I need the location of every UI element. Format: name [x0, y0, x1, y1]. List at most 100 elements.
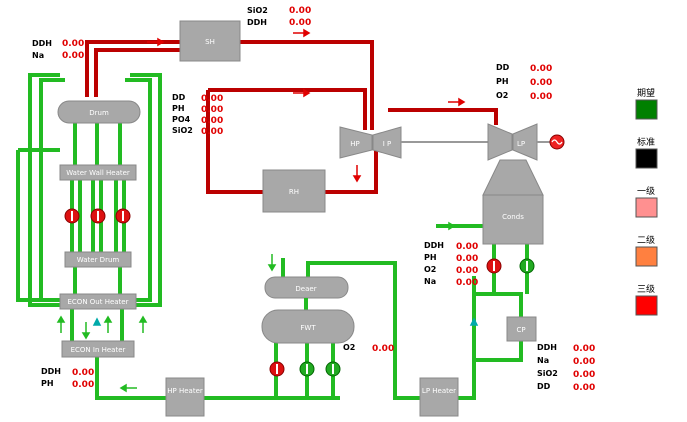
- fwt-o2-readout: O2 0.00: [343, 343, 394, 354]
- steam-quality-value: 0.00: [530, 78, 552, 88]
- econ-in-heater[interactable]: ECON In Heater: [61, 340, 135, 358]
- cp-quality-value: 0.00: [573, 383, 595, 393]
- sh-sio2-value: 0.00: [289, 6, 311, 16]
- pump-icon[interactable]: [325, 361, 341, 377]
- legend-label: 二级: [637, 234, 655, 246]
- cp-quality-value: 0.00: [573, 370, 595, 380]
- lp-heater[interactable]: LP Heater: [419, 377, 459, 417]
- steam-quality-value: 0.00: [530, 92, 552, 102]
- condensate-quality-label: Na: [424, 277, 436, 286]
- cp-quality-label: SiO2: [537, 369, 558, 378]
- sh-sio2-label: SiO2: [247, 6, 268, 15]
- legend-swatch: [635, 99, 658, 120]
- cp-label: CP: [516, 326, 525, 334]
- econ-quality-value: 0.00: [72, 380, 94, 390]
- feedwater-tank[interactable]: FWT: [261, 309, 355, 344]
- water-wall-heater[interactable]: Water Wall Heater: [59, 164, 137, 181]
- deaerator[interactable]: Deaer: [264, 276, 349, 299]
- legend-label: 期望: [637, 87, 655, 99]
- condensate-quality-value: 0.00: [456, 242, 478, 252]
- conds-label: Conds: [502, 213, 524, 221]
- reheater[interactable]: RH: [262, 169, 326, 213]
- cp-quality-value: 0.00: [573, 357, 595, 367]
- hp-heater-label: HP Heater: [167, 387, 203, 395]
- sh-ddh-label: DDH: [247, 18, 267, 27]
- econ-out-heater[interactable]: ECON Out Heater: [59, 293, 137, 310]
- condensate-quality-label: DDH: [424, 241, 444, 250]
- econ-out-heater-label: ECON Out Heater: [68, 298, 129, 306]
- legend-label: 一级: [637, 185, 655, 197]
- legend-swatch: [635, 148, 658, 169]
- steam-pipes: [85, 40, 498, 194]
- condensate-quality-value: 0.00: [456, 266, 478, 276]
- drum-ddh-label: DDH: [32, 39, 52, 48]
- drum-quality-label: PH: [172, 104, 185, 113]
- drum-quality-label: SiO2: [172, 126, 193, 135]
- cp-quality-label: DDH: [537, 343, 557, 352]
- lp-turbine[interactable]: LP: [487, 123, 538, 161]
- drum[interactable]: Drum: [57, 100, 141, 124]
- water-drum[interactable]: Water Drum: [64, 251, 132, 268]
- pump-icon[interactable]: [269, 361, 285, 377]
- fwt-label: FWT: [300, 324, 316, 332]
- legend-label: 三级: [637, 283, 655, 295]
- generator-icon[interactable]: [549, 134, 565, 150]
- pump-icon[interactable]: [519, 258, 535, 274]
- water-flow-arrows: [56, 221, 479, 393]
- condenser[interactable]: Conds: [482, 159, 544, 245]
- drum-quality-value: 0.00: [201, 94, 223, 104]
- drum-quality-value: 0.00: [201, 127, 223, 137]
- econ-in-heater-label: ECON In Heater: [71, 346, 126, 354]
- drum-quality-label: PO4: [172, 115, 191, 124]
- pump-icon[interactable]: [64, 208, 80, 224]
- condensate-pump[interactable]: CP: [506, 316, 537, 342]
- lp-heater-label: LP Heater: [422, 387, 456, 395]
- steam-flow-arrows: [147, 28, 466, 183]
- pump-icon[interactable]: [115, 208, 131, 224]
- superheater[interactable]: SH: [179, 20, 241, 62]
- cp-quality-label: DD: [537, 382, 551, 391]
- pump-icon[interactable]: [486, 258, 502, 274]
- econ-quality-label: DDH: [41, 367, 61, 376]
- econ-quality-value: 0.00: [72, 368, 94, 378]
- condensate-quality-label: PH: [424, 253, 437, 262]
- ip-turbine[interactable]: I P: [372, 126, 402, 159]
- sh-label: SH: [205, 38, 215, 46]
- drum-ddh-value: 0.00: [62, 39, 84, 49]
- pump-icon[interactable]: [299, 361, 315, 377]
- hp-turbine[interactable]: HP: [339, 126, 373, 159]
- drum-na-label: Na: [32, 51, 44, 60]
- drum-ddh-readout: DDH 0.00 Na 0.00: [32, 39, 84, 61]
- sh-ddh-value: 0.00: [289, 18, 311, 28]
- lp-label: LP: [517, 140, 525, 148]
- cp-quality-label: Na: [537, 356, 549, 365]
- ip-label: I P: [383, 140, 392, 148]
- pump-icon[interactable]: [90, 208, 106, 224]
- steam-quality-value: 0.00: [530, 64, 552, 74]
- hp-heater[interactable]: HP Heater: [165, 377, 205, 417]
- legend-label: 标准: [637, 136, 655, 148]
- hp-label: HP: [350, 140, 360, 148]
- fwt-o2-value: 0.00: [372, 344, 394, 354]
- drum-label: Drum: [89, 109, 109, 117]
- drum-quality-value: 0.00: [201, 105, 223, 115]
- legend-swatch: [635, 295, 658, 316]
- water-drum-label: Water Drum: [77, 256, 120, 264]
- rh-label: RH: [289, 188, 299, 196]
- deaer-label: Deaer: [295, 285, 316, 293]
- steam-quality-label: O2: [496, 91, 508, 100]
- drum-quality-value: 0.00: [201, 116, 223, 126]
- water-wall-heater-label: Water Wall Heater: [66, 169, 130, 177]
- sh-readout: SiO2 0.00 DDH 0.00: [247, 6, 311, 28]
- fwt-o2-label: O2: [343, 343, 355, 352]
- legend-swatch: [635, 246, 658, 267]
- drum-quality-label: DD: [172, 93, 186, 102]
- condensate-quality-value: 0.00: [456, 278, 478, 288]
